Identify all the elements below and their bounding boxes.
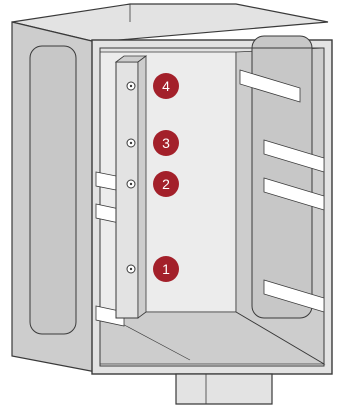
- sensor-marker-3: [127, 139, 135, 147]
- sensor-marker-4: [127, 82, 135, 90]
- badge-4-label: 4: [162, 78, 170, 94]
- badge-4: 4: [153, 73, 179, 99]
- badge-1: 1: [153, 256, 179, 282]
- bottom-outlet: [176, 374, 272, 404]
- sensor-marker-2: [127, 180, 135, 188]
- vertical-post: [116, 62, 138, 318]
- badge-2-label: 2: [162, 176, 170, 192]
- vertical-post-edge: [138, 56, 146, 318]
- badge-3-label: 3: [162, 135, 170, 151]
- badge-2: 2: [153, 171, 179, 197]
- sensor-marker-1: [127, 265, 135, 273]
- left-side-window: [30, 46, 76, 334]
- badge-1-label: 1: [162, 261, 170, 277]
- badge-3: 3: [153, 130, 179, 156]
